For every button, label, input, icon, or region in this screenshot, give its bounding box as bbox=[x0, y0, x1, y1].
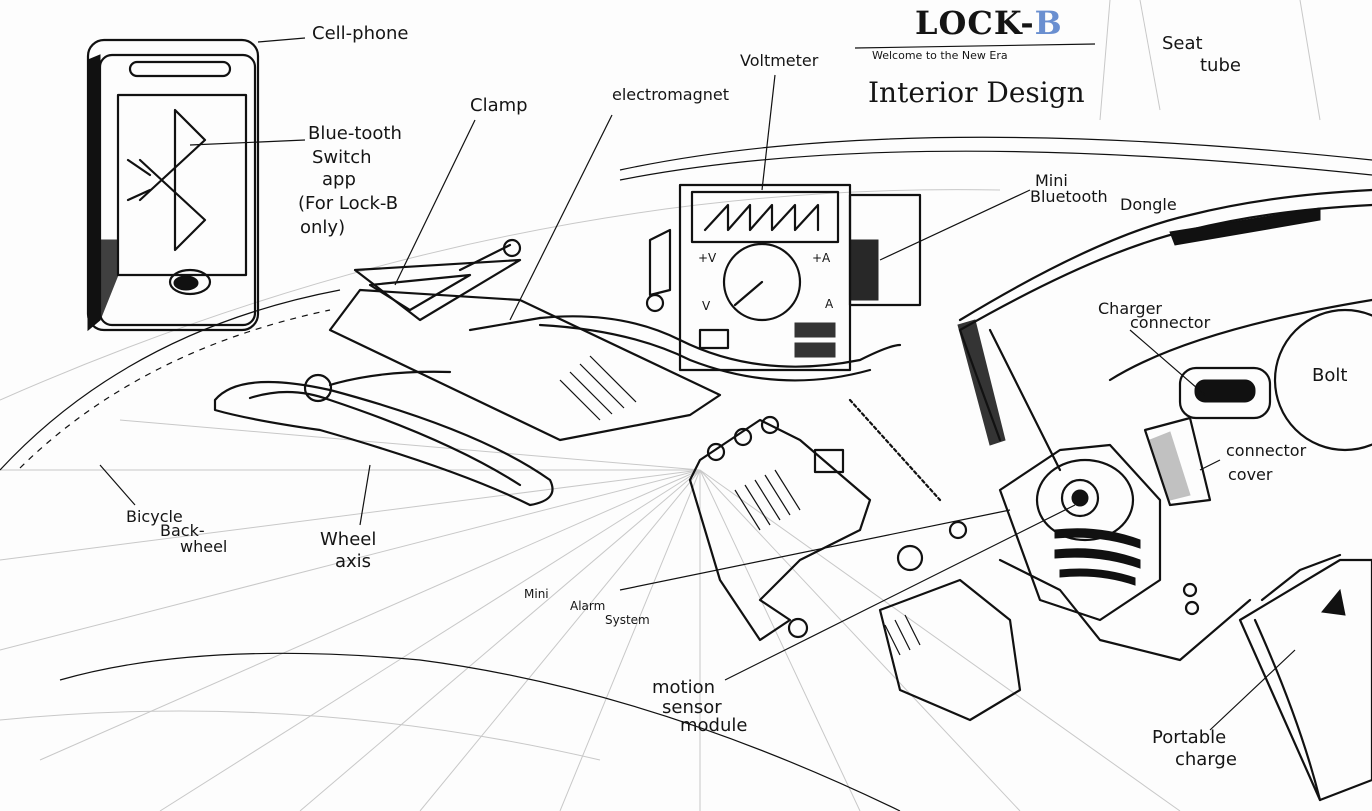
page-heading: Interior Design bbox=[868, 78, 1085, 109]
label-bluetooth-5: only) bbox=[300, 218, 345, 238]
meter-volts: +V bbox=[698, 252, 716, 265]
label-cover-1: connector bbox=[1226, 442, 1306, 460]
label-axis-2: axis bbox=[335, 552, 371, 572]
label-clamp: Clamp bbox=[470, 96, 528, 116]
label-alarm-2: Alarm bbox=[570, 600, 605, 613]
label-bluetooth-3: app bbox=[322, 170, 356, 190]
portable-charge-drawing bbox=[1240, 555, 1372, 800]
label-bluetooth-4: (For Lock-B bbox=[298, 194, 398, 214]
label-seat-2: tube bbox=[1200, 56, 1241, 76]
label-alarm-1: Mini bbox=[524, 588, 549, 601]
label-bluetooth-2: Switch bbox=[312, 148, 372, 168]
alarm-system-drawing bbox=[1000, 445, 1160, 620]
label-axis-1: Wheel bbox=[320, 530, 376, 550]
label-cover-2: cover bbox=[1228, 466, 1272, 484]
meter-v: V bbox=[702, 300, 710, 313]
label-seat-1: Seat bbox=[1162, 34, 1203, 54]
wheel-axis-drawing bbox=[215, 372, 553, 505]
label-voltmeter: Voltmeter bbox=[740, 52, 818, 70]
subtitle: Welcome to the New Era bbox=[872, 50, 1008, 62]
logo-main: LOCK- bbox=[915, 4, 1035, 42]
label-cell-phone: Cell-phone bbox=[312, 24, 408, 44]
label-charge-2: charge bbox=[1175, 750, 1237, 770]
label-bolt: Bolt bbox=[1312, 366, 1347, 386]
cell-phone-drawing bbox=[88, 40, 258, 330]
label-charge-1: Portable bbox=[1152, 728, 1226, 748]
logo-title: LOCK-B bbox=[915, 4, 1063, 42]
label-bluetooth-1: Blue-tooth bbox=[308, 124, 402, 144]
clamp-drawing bbox=[330, 240, 720, 440]
meter-a: A bbox=[825, 298, 833, 311]
label-dongle-3: Dongle bbox=[1120, 196, 1177, 214]
label-motion-3: module bbox=[680, 716, 747, 736]
label-alarm-3: System bbox=[605, 614, 650, 627]
voltmeter-drawing bbox=[647, 185, 920, 370]
meter-amps: +A bbox=[812, 252, 830, 265]
logo-accent: B bbox=[1035, 4, 1063, 42]
label-wheel-3: wheel bbox=[180, 538, 227, 556]
label-charger-2: connector bbox=[1130, 314, 1210, 332]
label-dongle-2: Bluetooth bbox=[1030, 188, 1108, 206]
label-electromagnet: electromagnet bbox=[612, 86, 729, 104]
label-motion-1: motion bbox=[652, 678, 715, 698]
charger-connector-drawing bbox=[1145, 368, 1270, 505]
